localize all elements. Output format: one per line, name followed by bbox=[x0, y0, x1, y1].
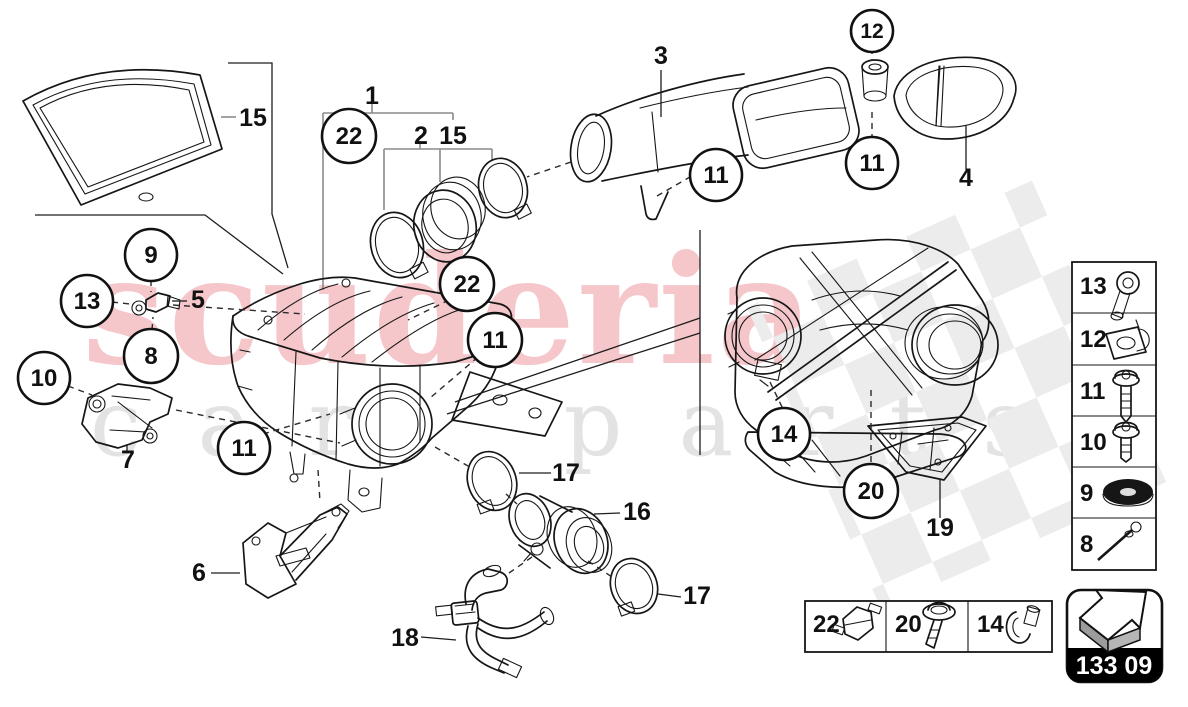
svg-text:14: 14 bbox=[771, 421, 798, 448]
rivet-pin-icon bbox=[1097, 521, 1142, 561]
legend-cell-14[interactable]: 14 bbox=[977, 605, 1041, 644]
svg-text:12: 12 bbox=[1080, 326, 1107, 353]
label-15-filter[interactable]: 15 bbox=[239, 104, 267, 132]
hose-clamp-upper-left bbox=[369, 211, 429, 280]
hose-clamp-upper-right bbox=[477, 157, 532, 220]
callout-11-housing-right[interactable]: 11 bbox=[466, 311, 524, 369]
label-7[interactable]: 7 bbox=[121, 446, 135, 474]
hose-clamp-17-upper bbox=[466, 450, 518, 515]
svg-text:11: 11 bbox=[1080, 378, 1105, 405]
legend-row-10[interactable]: 10 bbox=[1080, 421, 1140, 463]
air-cleaner-housing bbox=[230, 276, 563, 513]
svg-text:13: 13 bbox=[74, 288, 101, 315]
svg-text:8: 8 bbox=[144, 343, 157, 370]
small-parts-legend: 22 20 14 bbox=[804, 600, 1053, 653]
svg-text:11: 11 bbox=[703, 162, 728, 189]
spring-clip-icon bbox=[1005, 605, 1041, 644]
torx-screw-icon bbox=[1110, 271, 1140, 321]
support-bracket-6 bbox=[211, 503, 350, 599]
legend-row-9[interactable]: 9 bbox=[1080, 479, 1154, 507]
legend-row-13[interactable]: 13 bbox=[1080, 271, 1140, 321]
section-arrow-icon bbox=[1078, 588, 1148, 654]
lower-cover-19 bbox=[867, 416, 987, 518]
air-cleaner-assembled bbox=[724, 238, 999, 489]
label-4[interactable]: 4 bbox=[959, 164, 973, 192]
svg-text:10: 10 bbox=[31, 365, 58, 392]
svg-text:11: 11 bbox=[231, 435, 256, 462]
label-6[interactable]: 6 bbox=[192, 559, 206, 587]
label-5[interactable]: 5 bbox=[191, 286, 205, 314]
sensor-bracket-7 bbox=[81, 383, 173, 452]
callout-22-kit[interactable]: 22 bbox=[320, 107, 378, 165]
kit-bracket-lines bbox=[322, 101, 493, 290]
callout-20-cover-screw[interactable]: 20 bbox=[842, 462, 900, 520]
legend-row-8[interactable]: 8 bbox=[1080, 521, 1142, 561]
hose-assembly-18 bbox=[420, 564, 555, 679]
section-code-box: 133 09 bbox=[1065, 588, 1164, 684]
callout-11-intake[interactable]: 11 bbox=[844, 135, 900, 191]
fastener-legend-table: 13 12 11 bbox=[1071, 261, 1157, 571]
label-3[interactable]: 3 bbox=[654, 42, 668, 70]
svg-text:22: 22 bbox=[454, 271, 481, 298]
seal-washer-icon bbox=[1102, 479, 1154, 507]
label-15-sleeve[interactable]: 15 bbox=[439, 122, 467, 150]
label-19[interactable]: 19 bbox=[926, 514, 954, 542]
legend-cell-20[interactable]: 20 bbox=[895, 601, 956, 649]
svg-text:12: 12 bbox=[860, 20, 883, 43]
label-17-lower[interactable]: 17 bbox=[683, 582, 711, 610]
bellows-16 bbox=[508, 492, 621, 575]
clip-nut-icon bbox=[1105, 319, 1150, 360]
callout-22-housing[interactable]: 22 bbox=[438, 255, 496, 313]
callout-13-bracket[interactable]: 13 bbox=[59, 273, 115, 329]
flange-bolt-short-icon bbox=[1112, 421, 1140, 463]
small-bracket-5 bbox=[131, 292, 187, 316]
rubber-mount-icon bbox=[831, 602, 883, 641]
svg-text:20: 20 bbox=[895, 611, 922, 638]
label-18[interactable]: 18 bbox=[391, 624, 419, 652]
label-16[interactable]: 16 bbox=[623, 498, 651, 526]
legend-cell-22[interactable]: 22 bbox=[813, 602, 883, 641]
svg-text:13: 13 bbox=[1080, 273, 1107, 300]
svg-text:11: 11 bbox=[859, 150, 884, 177]
legend-row-11[interactable]: 11 bbox=[1080, 369, 1140, 423]
projection-lines bbox=[35, 62, 701, 455]
label-2[interactable]: 2 bbox=[414, 122, 428, 150]
plastic-nut-icon bbox=[922, 601, 956, 649]
svg-text:8: 8 bbox=[1080, 531, 1093, 558]
flange-bolt-long-icon bbox=[1112, 369, 1140, 423]
svg-text:10: 10 bbox=[1080, 429, 1107, 456]
svg-text:9: 9 bbox=[1080, 480, 1093, 507]
legend-row-12[interactable]: 12 bbox=[1080, 319, 1150, 360]
callout-12-intake-bolt[interactable]: 12 bbox=[849, 8, 895, 54]
callout-11-duct[interactable]: 11 bbox=[688, 147, 744, 203]
hose-clamp-17-lower bbox=[609, 557, 659, 617]
callout-8-bracket[interactable]: 8 bbox=[122, 327, 180, 385]
part-number-labels: 15 1 2 15 3 4 5 7 6 18 16 17 17 19 bbox=[121, 42, 973, 652]
svg-text:20: 20 bbox=[858, 478, 885, 505]
dashed-leader-lines bbox=[67, 48, 873, 578]
air-filter-element bbox=[22, 68, 236, 206]
svg-text:11: 11 bbox=[482, 327, 507, 354]
label-1[interactable]: 1 bbox=[365, 82, 379, 110]
callout-9-bracket[interactable]: 9 bbox=[123, 227, 179, 283]
callout-14-clip[interactable]: 14 bbox=[756, 406, 812, 462]
air-duct bbox=[569, 66, 860, 221]
label-17-upper[interactable]: 17 bbox=[552, 459, 580, 487]
callout-10-sensor[interactable]: 10 bbox=[16, 350, 72, 406]
svg-text:14: 14 bbox=[977, 611, 1004, 638]
svg-text:9: 9 bbox=[144, 242, 157, 269]
callout-11-housing-left[interactable]: 11 bbox=[216, 420, 272, 476]
section-code: 133 09 bbox=[1076, 652, 1152, 680]
svg-text:22: 22 bbox=[336, 123, 363, 150]
intake-scoop bbox=[861, 56, 1017, 170]
